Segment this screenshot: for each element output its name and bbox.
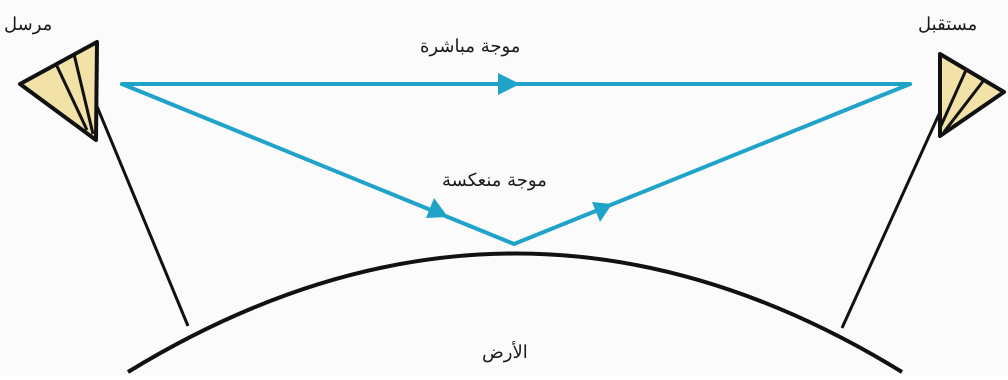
receiver-mast (840, 111, 942, 329)
receiver-label: مستقبل (918, 14, 978, 35)
transmitter-mast (94, 103, 190, 327)
transmitter-antenna-icon (18, 40, 99, 142)
earth-surface (126, 251, 904, 374)
receiver-antenna-icon (938, 52, 1006, 138)
wave-arrowheads (426, 73, 612, 222)
transmitter-label: مرسل (4, 14, 53, 35)
reflected-wave-arrow-icon (592, 202, 612, 222)
direct-wave-label: موجة مباشرة (420, 36, 521, 57)
wave-paths (120, 82, 912, 246)
direct-wave-arrow-icon (498, 73, 520, 95)
incident-wave-arrow-icon (426, 198, 448, 218)
reflected-wave-path (120, 82, 912, 246)
earth-label: الأرض (482, 342, 528, 363)
reflected-wave-label: موجة منعكسة (442, 170, 547, 191)
